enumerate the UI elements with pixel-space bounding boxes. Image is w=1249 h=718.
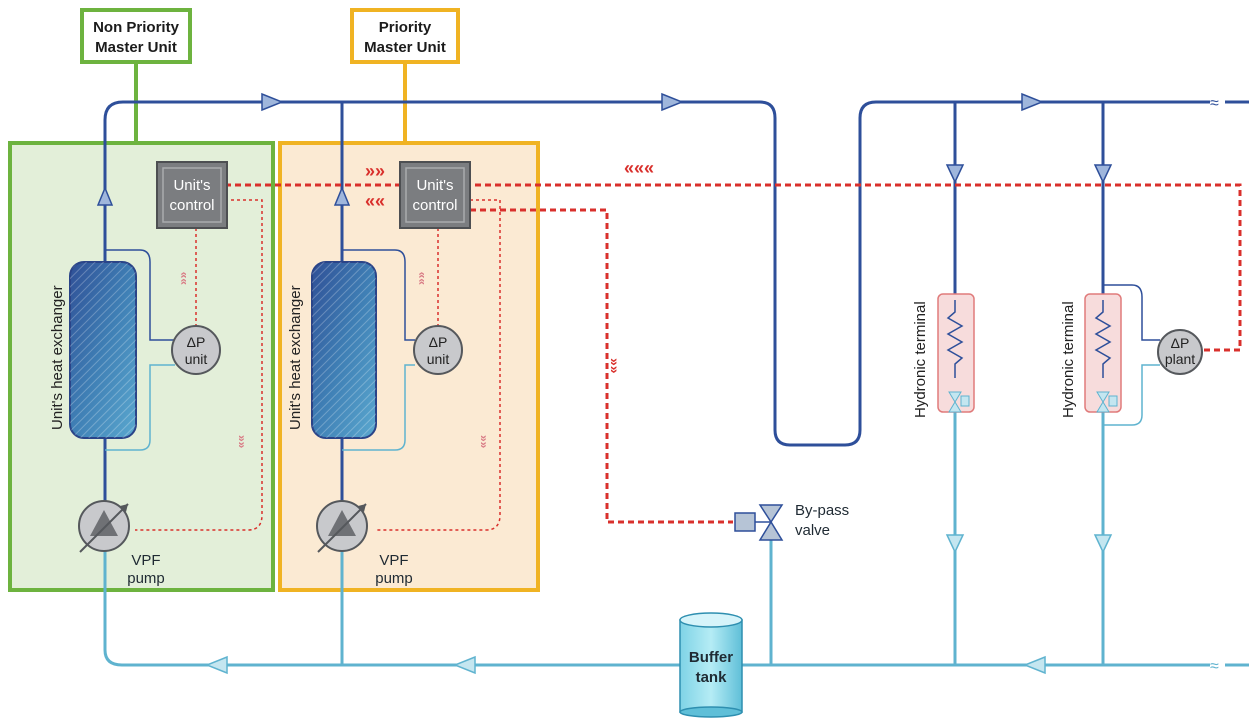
non-priority-title-1: Non Priority: [93, 19, 179, 36]
supply-flow-arrows: [261, 92, 1045, 112]
vpf-pump-priority: [316, 500, 368, 553]
unit-control-non-priority: Unit's control: [156, 161, 228, 229]
control-label-1b: control: [169, 197, 214, 214]
hydronic-terminal-1: [937, 293, 975, 413]
heat-exchanger-label-2: Unit's heat exchanger: [287, 285, 304, 430]
svg-text:»»: »»: [607, 358, 623, 374]
svg-text:»»: »»: [414, 271, 428, 285]
vpf-pump-non-priority: [78, 500, 130, 553]
dp-symbol-plant: ΔP: [1171, 335, 1190, 351]
control-label-2b: control: [412, 197, 457, 214]
signal-chevrons: »» «« ««« »» »» »» »» »»: [176, 158, 654, 449]
priority-title-2: Master Unit: [364, 39, 446, 56]
return-flow-arrows: [204, 655, 1046, 675]
control-signal-lines: [135, 183, 1242, 531]
bypass-valve: [734, 504, 784, 541]
dp-tubing: [105, 249, 1160, 451]
hydronic-terminal-label-2: Hydronic terminal: [1060, 301, 1077, 418]
dp-unit-1: unit: [185, 351, 208, 367]
priority-title-1: Priority: [379, 19, 432, 36]
buffer-label-1: Buffer: [689, 649, 733, 666]
dp-sensor-plant: ΔP plant: [1157, 329, 1203, 375]
vpf-label-2a: VPF: [379, 552, 408, 569]
terminal-leg-arrows: [945, 164, 1113, 554]
buffer-tank: [679, 612, 743, 718]
supply-piping: [103, 100, 1249, 510]
unit-control-priority: Unit's control: [399, 161, 471, 229]
hydronic-terminal-2: [1084, 293, 1122, 413]
unit-leg-arrows: [96, 186, 351, 206]
heat-exchanger-label-1: Unit's heat exchanger: [49, 285, 66, 430]
svg-text:»»: »»: [176, 271, 190, 285]
dp-sensor-unit-1: ΔP unit: [171, 325, 221, 375]
control-label-2a: Unit's: [416, 177, 453, 194]
dp-plant-label: plant: [1165, 351, 1195, 367]
bypass-label-1: By-pass: [795, 502, 849, 519]
svg-text:»»: »»: [365, 161, 385, 181]
vpf-label-1b: pump: [127, 570, 165, 587]
hydronic-terminal-label-1: Hydronic terminal: [912, 301, 929, 418]
non-priority-unit-panel: [8, 141, 275, 592]
non-priority-title-2: Master Unit: [95, 39, 177, 56]
pipe-break-top: ≈: [1210, 95, 1219, 112]
vpf-label-2b: pump: [375, 570, 413, 587]
dp-symbol-2: ΔP: [429, 334, 448, 350]
dp-symbol-1: ΔP: [187, 334, 206, 350]
svg-text:«««: «««: [624, 158, 654, 178]
svg-text:««: ««: [365, 191, 385, 211]
svg-text:»»: »»: [235, 435, 249, 449]
buffer-label-2: tank: [696, 669, 728, 686]
heat-exchanger-priority: [311, 261, 377, 439]
dp-sensor-unit-2: ΔP unit: [413, 325, 463, 375]
bypass-label-2: valve: [795, 522, 830, 539]
return-piping: [103, 410, 1249, 667]
vpf-label-1a: VPF: [131, 552, 160, 569]
pipe-break-bottom: ≈: [1210, 658, 1219, 675]
svg-text:»»: »»: [477, 435, 491, 449]
heat-exchanger-non-priority: [69, 261, 137, 439]
control-label-1a: Unit's: [173, 177, 210, 194]
dp-unit-2: unit: [427, 351, 450, 367]
